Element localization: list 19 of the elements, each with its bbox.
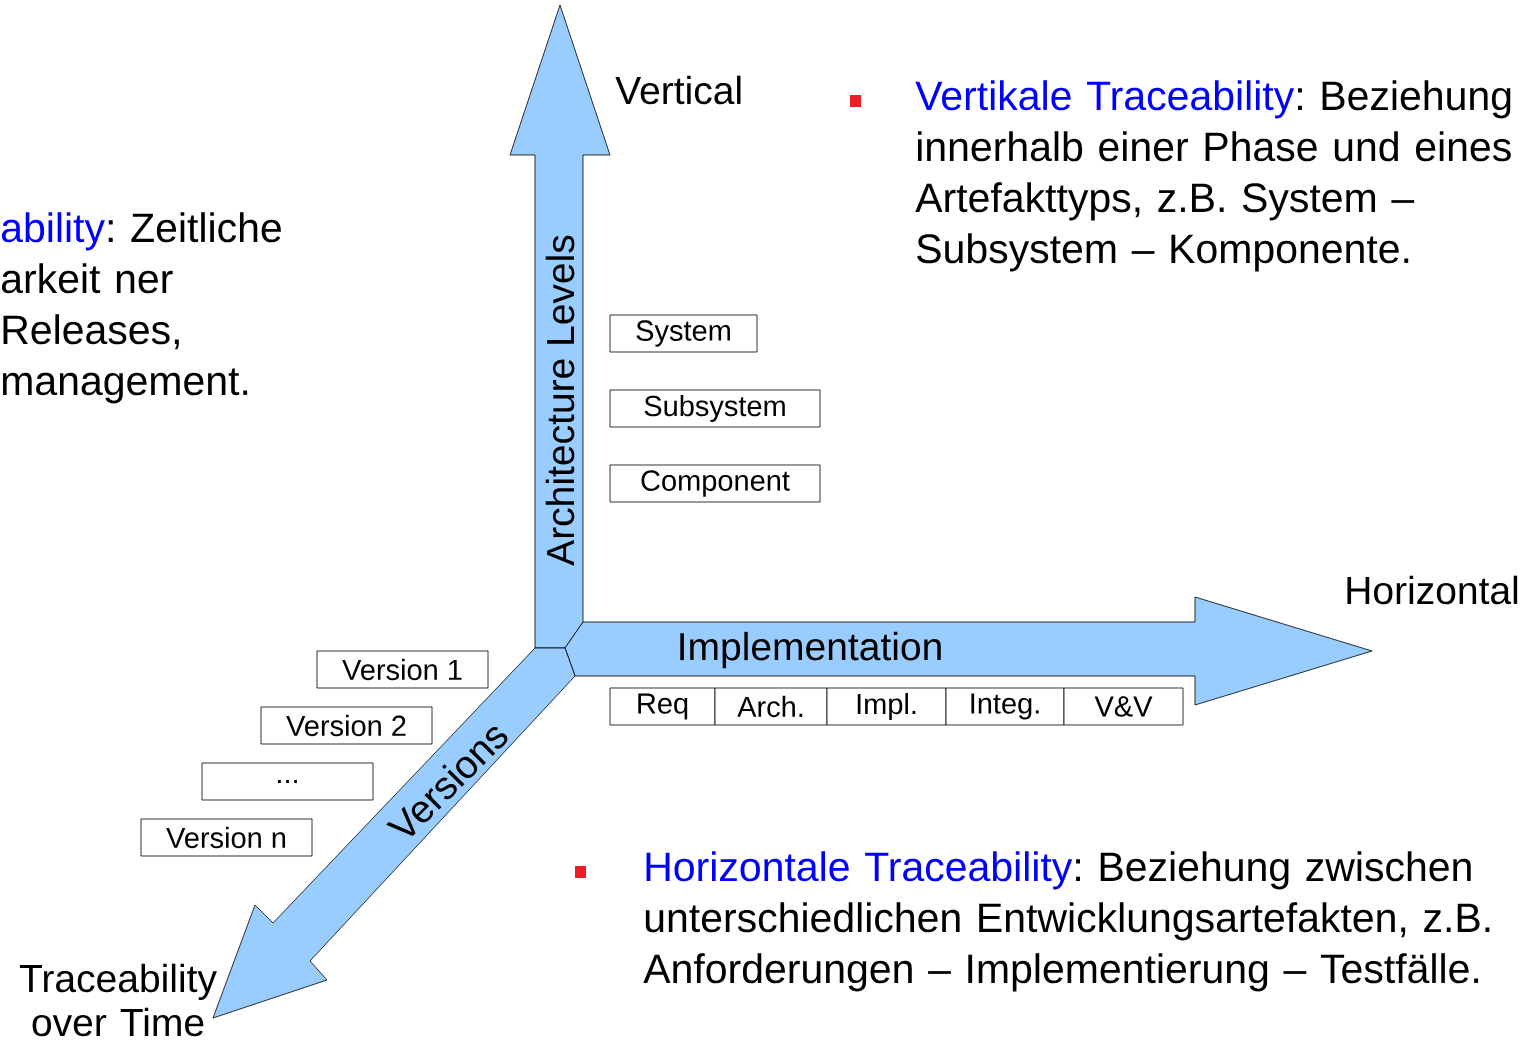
axis-label: Architecture Levels <box>545 235 575 566</box>
bullet-text: Vertikale Traceability: Beziehung innerhalb einer Phase und eines Artefakttyps, z.B. System – Subsystem – Komponente. <box>915 80 1511 272</box>
label-box: Impl. <box>826 687 947 726</box>
label-box: Component <box>609 464 821 503</box>
label-box: Arch. <box>714 687 828 726</box>
axis-label: Vertical <box>615 75 741 105</box>
label-box: System <box>609 314 758 353</box>
label-box: ... <box>201 762 374 801</box>
label-box: V&V <box>1063 687 1184 726</box>
axis-label: Implementation <box>680 631 941 669</box>
label-box: Version 1 <box>316 650 489 689</box>
label-box: Version n <box>140 818 313 857</box>
label-box: Subsystem <box>609 389 821 428</box>
bullet-text: Horizontale Traceability: Beziehung zwischen unterschiedlichen Entwicklungsartefakten, z.B. Anforderungen – Implementierung – Testfälle. <box>643 851 1490 992</box>
axis-label: Traceability over Time <box>19 963 217 1037</box>
bullet-text: ability: Zeitliche arkeit ner Releases, management. <box>1 212 281 404</box>
label-box: Integ. <box>945 687 1065 726</box>
axis-label: Horizontal <box>1347 575 1518 605</box>
label-box: Req <box>609 687 716 726</box>
